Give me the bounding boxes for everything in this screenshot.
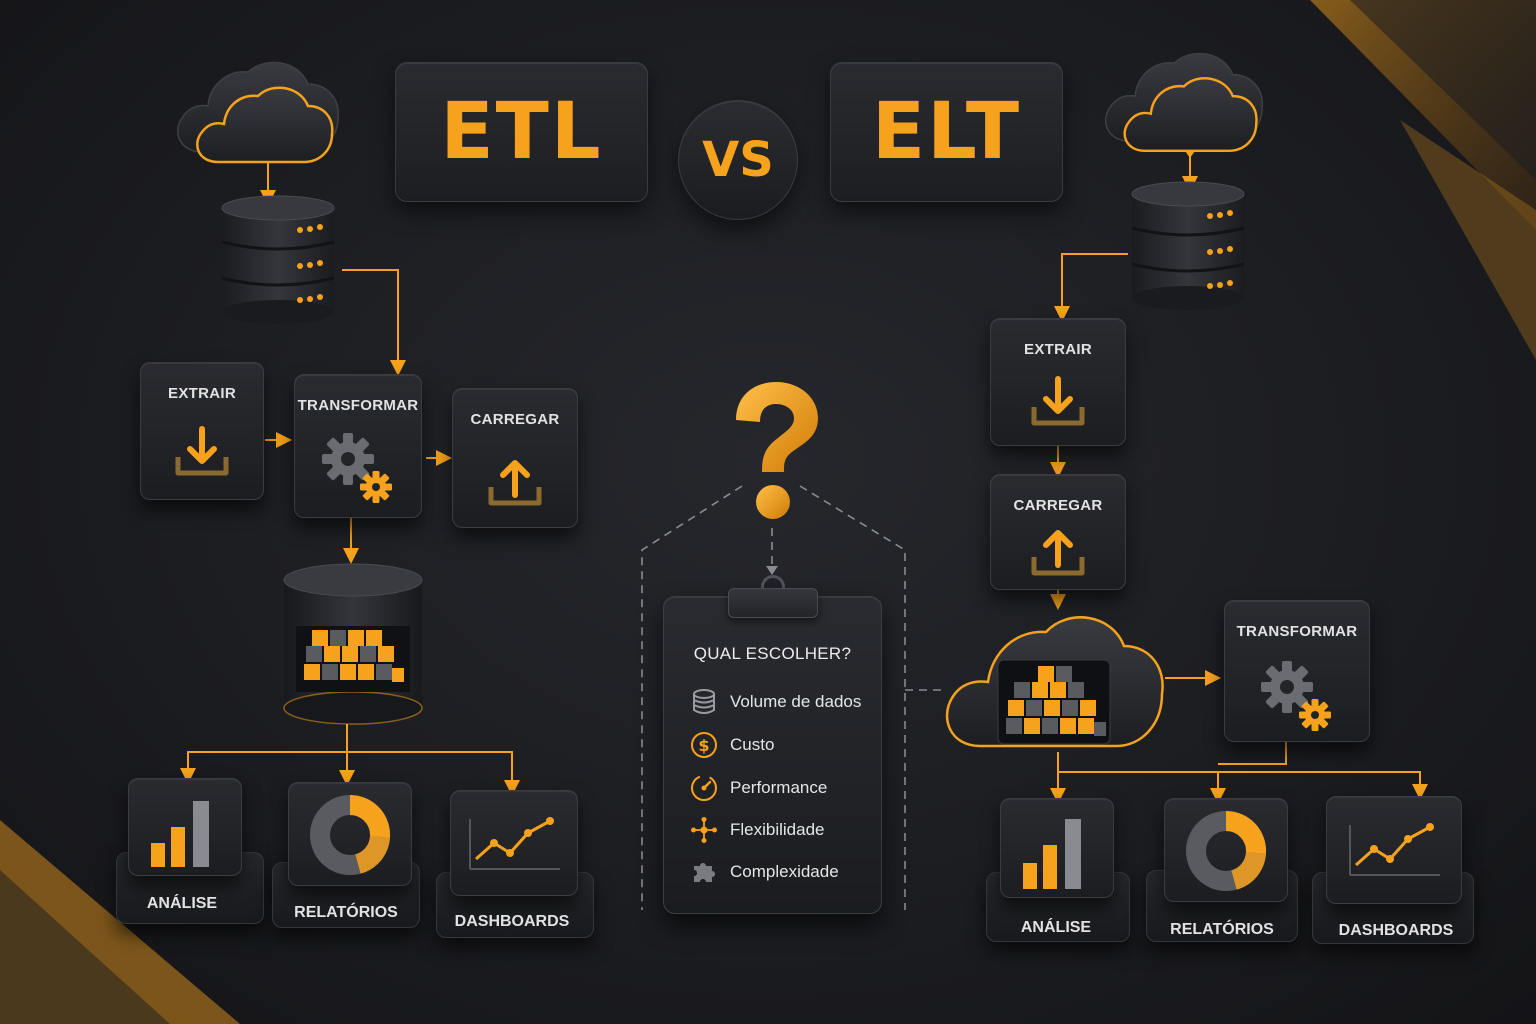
criterion-performance: Performance — [690, 774, 827, 802]
gears-icon — [1261, 661, 1331, 731]
gauge-icon — [691, 775, 717, 801]
elt-title: ELT — [830, 62, 1063, 202]
elt-reports-tile — [1164, 798, 1288, 902]
upload-icon — [488, 460, 542, 506]
etl-title: ETL — [395, 62, 648, 202]
criterion-label: Flexibilidade — [730, 820, 825, 839]
etl-analysis-tile — [128, 778, 242, 876]
upload-icon — [1031, 530, 1085, 576]
bar-chart-icon — [1023, 819, 1081, 889]
vs-badge: VS — [678, 100, 798, 220]
elt-cloud-warehouse-icon — [945, 616, 1164, 748]
etl-cloud-icon — [177, 61, 339, 164]
line-chart-icon — [1349, 823, 1440, 876]
svg-text:$: $ — [698, 736, 709, 755]
etl-load-label: CARREGAR — [470, 411, 560, 428]
etl-dashboards-label: DASHBOARDS — [454, 913, 570, 930]
etl-warehouse-icon — [283, 563, 423, 725]
etl-load-card: CARREGAR — [452, 388, 578, 528]
etl-extract-card: EXTRAIR — [140, 362, 264, 500]
question-mark-icon — [736, 382, 818, 519]
dollar-icon: $ — [691, 732, 717, 758]
etl-analysis-label: ANÁLISE — [146, 895, 218, 912]
download-icon — [1031, 376, 1085, 426]
clipboard-clip — [728, 588, 818, 618]
donut-chart-icon — [1186, 810, 1267, 891]
database-icon — [693, 689, 715, 714]
decision-clipboard — [663, 596, 882, 914]
elt-extract-label: EXTRAIR — [1024, 341, 1092, 358]
criterion-label: Custo — [730, 735, 775, 754]
elt-reports-label: RELATÓRIOS — [1170, 921, 1274, 938]
elt-dashboards-tile — [1326, 796, 1462, 904]
criterion-complexity: Complexidade — [690, 858, 839, 886]
elt-analysis-tile — [1000, 798, 1114, 898]
elt-load-card: CARREGAR — [990, 474, 1126, 590]
bar-chart-icon — [151, 801, 209, 867]
criterion-label: Performance — [730, 778, 828, 797]
etl-reports-label: RELATÓRIOS — [294, 904, 398, 921]
criterion-label: Volume de dados — [730, 692, 862, 711]
line-chart-icon — [469, 817, 560, 870]
criterion-flexibility: Flexibilidade — [690, 816, 825, 844]
donut-chart-icon — [310, 794, 391, 875]
etl-database-icon — [221, 195, 335, 324]
etl-extract-label: EXTRAIR — [168, 385, 236, 402]
criterion-label: Complexidade — [730, 862, 839, 881]
elt-dashboards-label: DASHBOARDS — [1338, 922, 1454, 939]
elt-load-label: CARREGAR — [1013, 497, 1103, 514]
etl-dashboards-tile — [450, 790, 578, 896]
elt-transform-label: TRANSFORMAR — [1236, 623, 1358, 640]
etl-reports-tile — [288, 782, 412, 886]
elt-cloud-icon — [1104, 52, 1263, 153]
puzzle-icon — [694, 863, 715, 882]
elt-extract-card: EXTRAIR — [990, 318, 1126, 446]
elt-analysis-label: ANÁLISE — [1020, 919, 1092, 936]
network-icon — [691, 817, 717, 843]
criterion-volume: Volume de dados — [690, 688, 861, 716]
gears-icon — [322, 433, 392, 503]
etl-transform-card: TRANSFORMAR — [294, 374, 422, 518]
elt-database-icon — [1131, 181, 1245, 310]
etl-transform-label: TRANSFORMAR — [297, 397, 419, 414]
elt-transform-card: TRANSFORMAR — [1224, 600, 1370, 742]
criterion-cost: $ Custo — [690, 731, 774, 759]
decision-title: QUAL ESCOLHER? — [693, 644, 852, 663]
download-icon — [175, 426, 229, 476]
